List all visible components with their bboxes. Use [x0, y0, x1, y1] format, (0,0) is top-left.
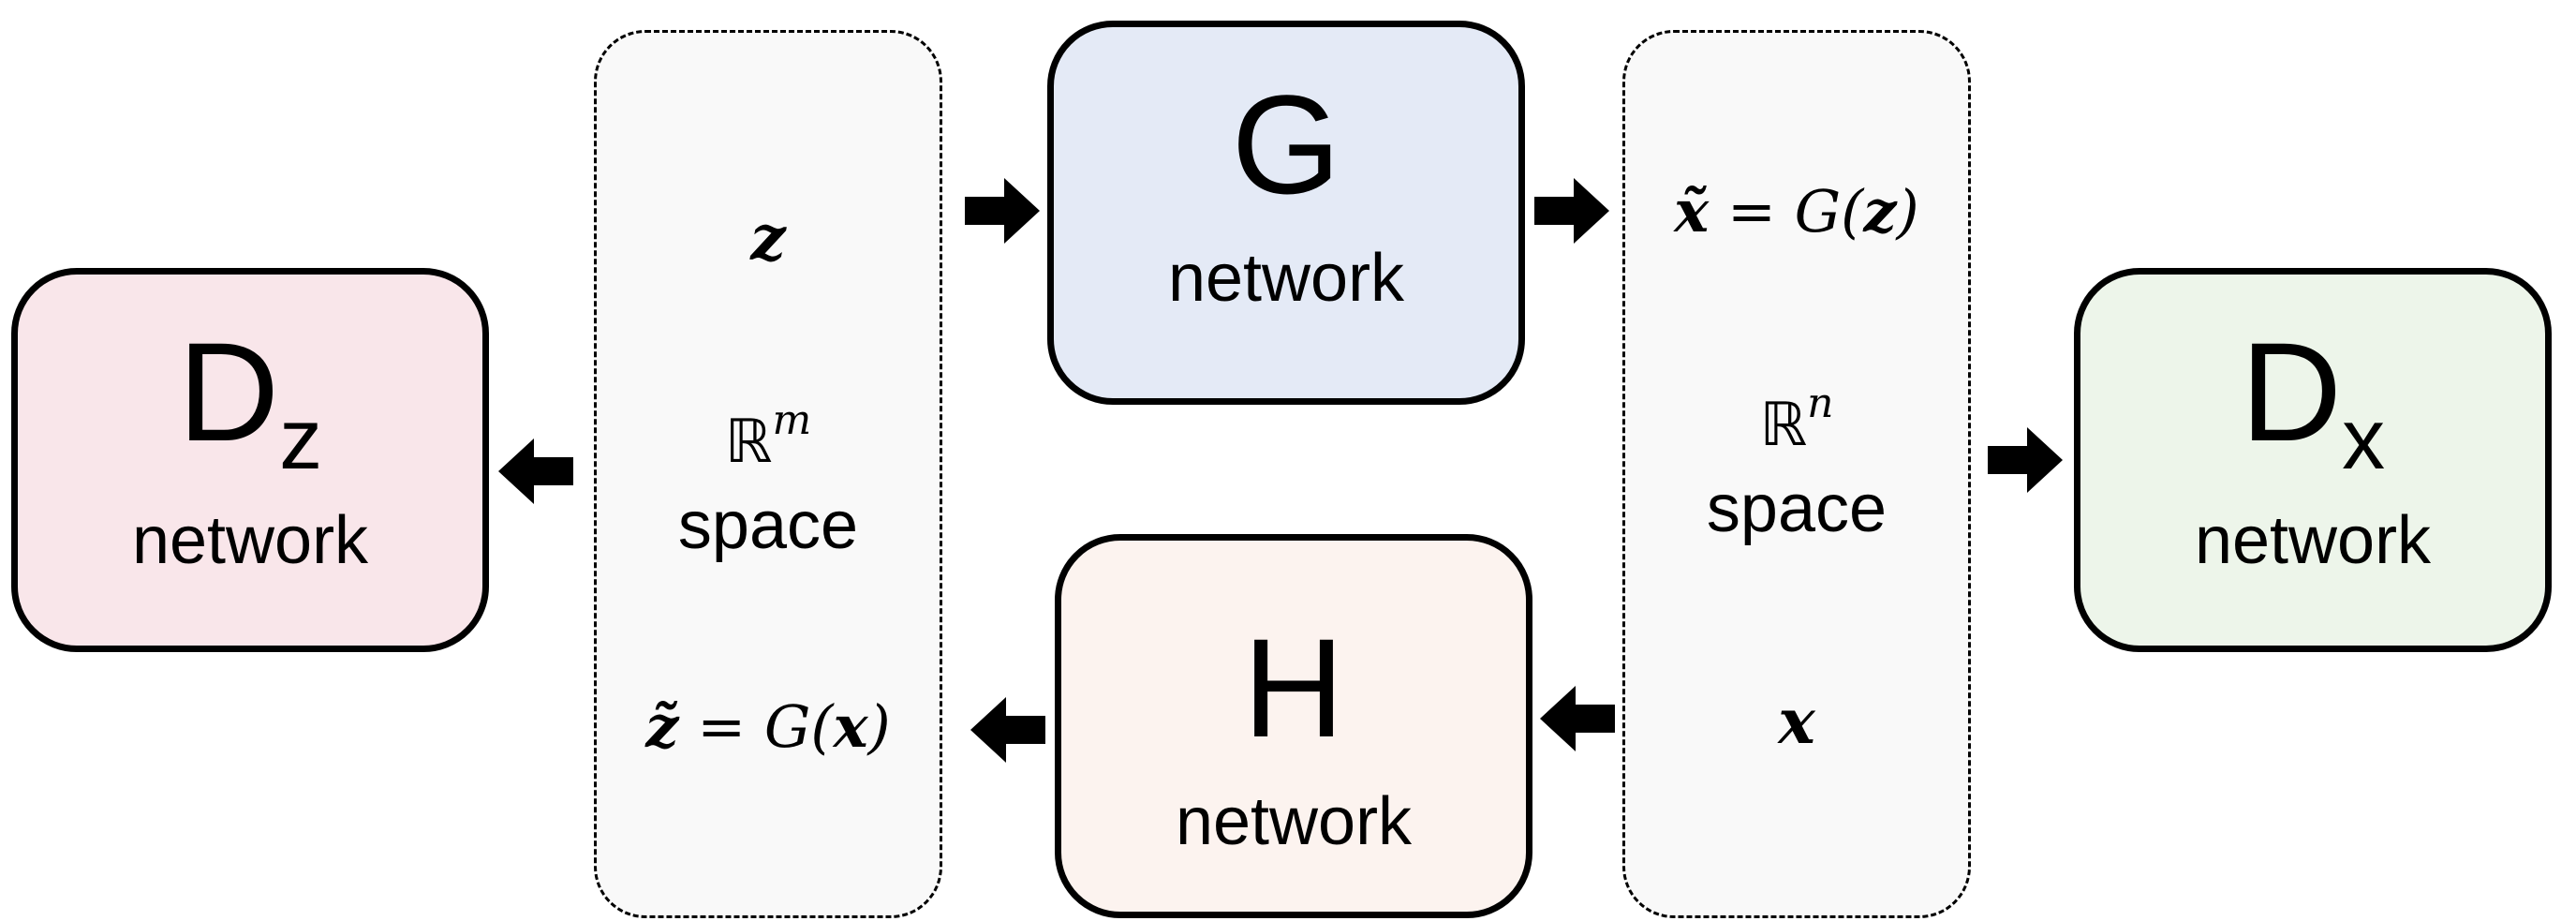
dz-subscript: z [279, 392, 323, 487]
arrow-data-to-h [1540, 686, 1615, 751]
h-title: H [1242, 609, 1345, 766]
data-field: ℝn [1759, 379, 1834, 460]
dz-title: Dz [177, 313, 323, 487]
latent-z-tilde-eq: z̃ = G(x) [645, 692, 891, 761]
data-space-panel: x̃ = G(z) ℝn space x [1622, 30, 1971, 918]
dz-network-node: Dz network [11, 268, 489, 652]
data-x-tilde-eq: x̃ = G(z) [1674, 177, 1919, 245]
g-network-node: G network [1047, 21, 1525, 405]
latent-field: ℝm [724, 396, 812, 477]
data-x: x [1778, 685, 1815, 758]
latent-space-panel: z ℝm space z̃ = G(x) [594, 30, 942, 918]
h-network-node: H network [1055, 534, 1532, 918]
g-label: network [1167, 241, 1405, 316]
dz-label: network [131, 503, 369, 578]
dx-label: network [2194, 503, 2432, 578]
dx-title: Dx [2240, 313, 2386, 487]
arrow-latent-to-g [965, 178, 1040, 244]
latent-space-label: space [677, 488, 859, 563]
dx-subscript: x [2342, 392, 2386, 487]
arrow-data-to-dx [1988, 427, 2063, 493]
latent-z: z [750, 201, 786, 275]
dx-network-node: Dx network [2074, 268, 2552, 652]
arrow-g-to-data [1534, 178, 1609, 244]
g-title: G [1231, 66, 1341, 223]
arrow-h-to-latent [970, 697, 1045, 763]
data-space-label: space [1706, 471, 1888, 546]
h-label: network [1175, 784, 1413, 859]
arrow-latent-to-dz [498, 438, 573, 504]
